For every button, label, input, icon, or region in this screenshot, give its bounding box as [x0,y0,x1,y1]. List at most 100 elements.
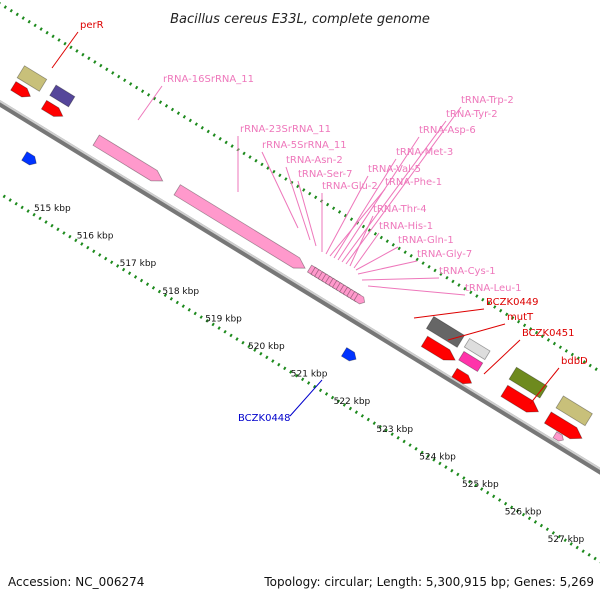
kbp-label: 523 kbp [376,425,413,435]
gene-purple-topleft-shape [49,84,76,108]
gene-blue-a [21,151,37,166]
gene-label-tRNA-His-1: tRNA-His-1 [379,221,433,232]
gene-label-tRNA-Leu-1: tRNA-Leu-1 [465,283,521,294]
gene-olive-topleft [16,65,48,92]
gene-red-c-shape [500,384,540,413]
gene-mutt [458,350,484,373]
gene-bczk0451-shape [508,366,548,399]
leader-tRNA-Ser-7 [297,180,317,247]
gene-label-tRNA-Gly-7: tRNA-Gly-7 [417,249,472,260]
leader-tRNA-Asn-2 [285,166,311,241]
leader-tRNA-Val-5 [325,175,369,255]
backbone-group [0,79,600,503]
leader-tRNA-Asp-6 [337,136,420,261]
kbp-label: 522 kbp [334,397,371,407]
gene-label-rRNA-5SrRNA_11: rRNA-5SrRNA_11 [262,140,347,151]
gene-red-topleft [10,81,31,98]
gene-bdbd-shape [555,395,593,427]
gene-bczk0449 [425,316,466,348]
kbp-label: 520 kbp [248,342,285,352]
backbone [0,79,600,503]
gene-bczk0449-shape [425,316,466,348]
leader-tRNA-Met-3 [333,158,397,259]
gene-label-tRNA-Asp-6: tRNA-Asp-6 [419,125,476,136]
rrna-23s-arrow-shape [173,184,306,269]
gene-blue-bczk0448-shape [340,347,357,362]
kbp-label: 521 kbp [291,370,328,380]
gene-labels: perR rRNA-16SrRNA_11 rRNA-23SrRNA_11 rRNA-5… [80,20,588,424]
leader-BCZK0449 [413,308,485,319]
leader-perR [51,31,79,69]
gene-label-tRNA-Val-5: tRNA-Val-5 [368,164,421,175]
gene-mutt-grey [463,337,491,361]
map-title: Bacillus cereus E33L, complete genome [170,12,430,27]
gene-label-tRNA-Glu-2: tRNA-Glu-2 [322,181,378,192]
gene-bczk0451 [508,366,548,399]
kbp-label: 525 kbp [462,480,499,490]
genome-summary-text: Topology: circular; Length: 5,300,915 bp… [263,575,594,589]
gene-label-BCZK0449: BCZK0449 [486,297,539,308]
gene-label-tRNA-Asn-2: tRNA-Asn-2 [286,155,343,166]
gene-label-bdbD: bdbD [561,356,588,367]
leader-tRNA-Leu-1 [367,285,466,296]
leader-tRNA-Gln-1 [355,246,399,271]
kbp-label: 517 kbp [120,259,157,269]
gene-mutt-shape [458,350,484,373]
gene-label-BCZK0448: BCZK0448 [238,413,291,424]
gene-label-tRNA-Phe-1: tRNA-Phe-1 [385,177,442,188]
gene-pink-small [552,431,564,442]
rrna-16s-arrow-shape [92,134,164,182]
gene-red-a [420,335,456,361]
kbp-label: 524 kbp [419,452,456,462]
leader-tRNA-Tyr-2 [341,120,447,263]
gene-label-BCZK0451: BCZK0451 [522,328,575,339]
kbp-label: 516 kbp [77,232,114,242]
kbp-label: 526 kbp [505,508,542,518]
gene-red-a-shape [420,335,456,361]
leader-tRNA-His-1 [353,232,380,269]
gene-label-tRNA-Ser-7: tRNA-Ser-7 [298,169,353,180]
gene-blue-a-shape [21,151,37,166]
gene-label-rRNA-23SrRNA_11: rRNA-23SrRNA_11 [240,124,331,135]
trna-arrow-shape [353,293,366,305]
gene-red-topleft2-shape [40,99,64,117]
gene-label-mutT: mutT [507,312,534,323]
gene-red-topleft-shape [10,81,31,98]
leader-rRNA-5SrRNA_11 [261,151,299,229]
kbp-label: 518 kbp [162,287,199,297]
leader-tRNA-Gly-7 [357,260,418,275]
rrna-16s-arrow [92,134,164,182]
gene-red-d [543,411,583,440]
gene-olive-topleft-shape [16,65,48,92]
gene-label-perR: perR [80,20,104,31]
gene-red-d-shape [543,411,583,440]
leader-tRNA-Cys-1 [361,277,440,281]
coordinate-dot-track [0,192,600,564]
accession-text: Accession: NC_006274 [8,575,144,589]
gene-red-topleft2 [40,99,64,117]
leader-BCZK0451 [483,339,521,375]
gene-label-tRNA-Trp-2: tRNA-Trp-2 [461,95,514,106]
label-leader-lines [51,31,560,417]
gene-label-tRNA-Cys-1: tRNA-Cys-1 [439,266,496,277]
gene-label-tRNA-Thr-4: tRNA-Thr-4 [373,204,427,215]
gene-mutt-grey-shape [463,337,491,361]
gene-bdbd [555,395,593,427]
leader-tRNA-Phe-1 [329,188,386,257]
gene-purple-topleft [49,84,76,108]
gene-label-tRNA-Gln-1: tRNA-Gln-1 [398,235,454,246]
gc-content-track [0,2,600,374]
leader-mutT [447,323,506,341]
gene-label-rRNA-16SrRNA_11: rRNA-16SrRNA_11 [163,74,254,85]
gene-label-tRNA-Tyr-2: tRNA-Tyr-2 [446,109,498,120]
gene-red-b-shape [451,367,473,385]
gene-blue-bczk0448 [340,347,357,362]
leader-rRNA-16SrRNA_11 [137,85,163,121]
trna-arrow [353,293,366,305]
leader-BCZK0448 [289,379,323,417]
gene-features [10,65,593,442]
kbp-label: 515 kbp [34,204,71,214]
